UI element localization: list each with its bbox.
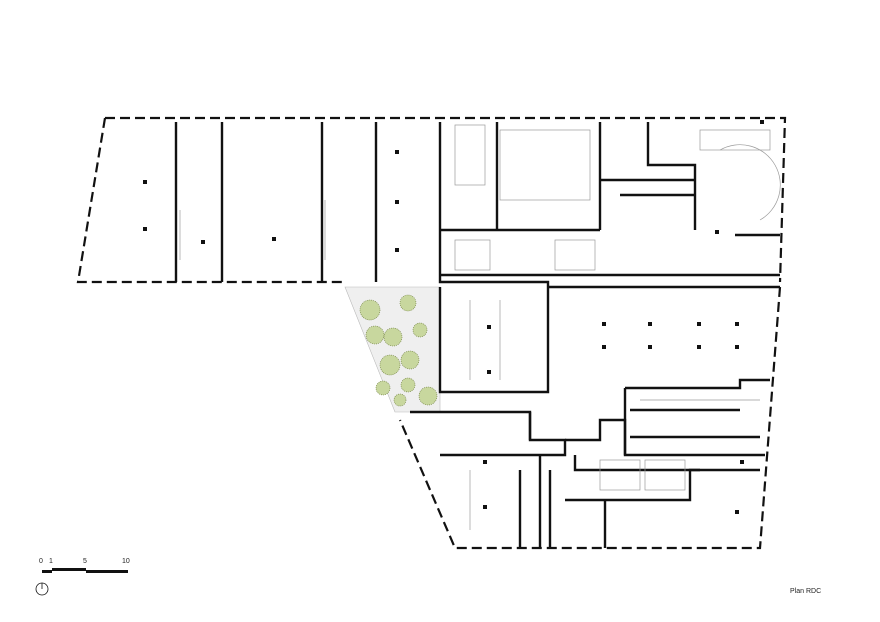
garden-trees	[359, 294, 438, 407]
building-envelope	[76, 116, 787, 550]
columns	[143, 120, 764, 514]
scale-bar	[42, 568, 128, 573]
scale-label-5: 5	[83, 558, 87, 565]
scale-label-1: 1	[49, 558, 53, 565]
north-arrow-icon	[35, 582, 49, 596]
walls	[174, 122, 780, 548]
scale-label-10: 10	[122, 558, 130, 565]
scale-label-0: 0	[39, 558, 43, 565]
drawing-title: Plan RDC	[790, 588, 822, 595]
interior-lines	[179, 124, 781, 530]
